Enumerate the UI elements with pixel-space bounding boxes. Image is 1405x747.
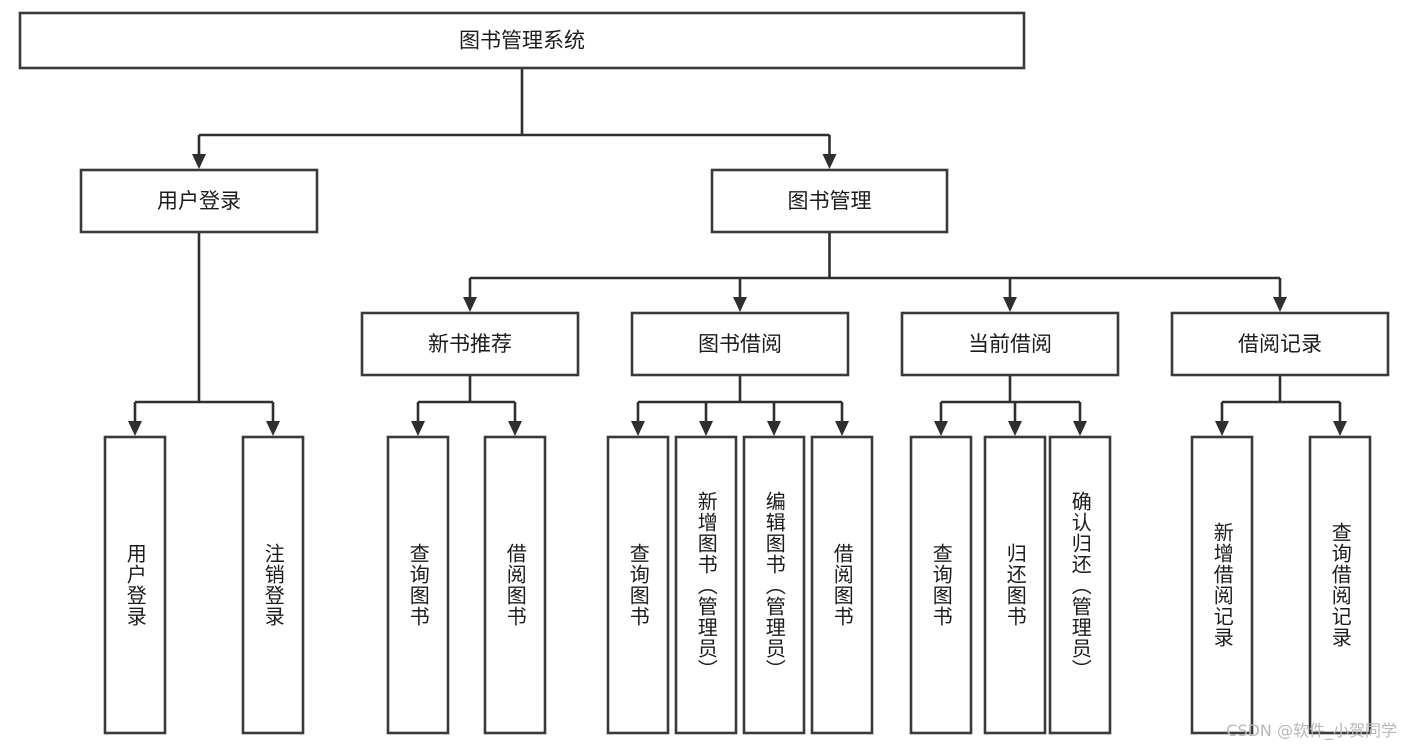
node-box[interactable] [983, 435, 1047, 735]
node-label: 当前借阅 [968, 332, 1052, 356]
arrow-head-icon [411, 421, 425, 436]
node-leaf-user-logout[interactable] [241, 435, 305, 735]
arrow-head-icon [767, 421, 781, 436]
arrow-head-icon [1215, 421, 1229, 436]
arrow-head-icon [1273, 297, 1287, 312]
node-current-borrow[interactable]: 当前借阅 [900, 311, 1120, 377]
node-box[interactable] [1190, 435, 1254, 735]
arrow-head-icon [508, 421, 522, 436]
node-book-borrow[interactable]: 图书借阅 [630, 311, 850, 377]
node-user-login[interactable]: 用户登录 [79, 168, 319, 234]
node-label: 图书管理 [788, 189, 872, 213]
node-box[interactable] [1048, 435, 1112, 735]
arrow-head-icon [699, 421, 713, 436]
node-leaf-borrow-book-2[interactable] [810, 435, 874, 735]
node-book-manage[interactable]: 图书管理 [710, 168, 949, 234]
node-leaf-query-book-2[interactable] [606, 435, 670, 735]
arrow-head-icon [1003, 297, 1017, 312]
arrow-head-icon [822, 154, 837, 169]
node-box[interactable] [606, 435, 670, 735]
node-box[interactable] [483, 435, 547, 735]
node-leaf-user-login[interactable] [103, 435, 167, 735]
node-box[interactable] [900, 311, 1120, 377]
node-box[interactable] [810, 435, 874, 735]
node-leaf-borrow-book-1[interactable] [483, 435, 547, 735]
node-label: 新书推荐 [428, 332, 512, 356]
node-box[interactable] [241, 435, 305, 735]
node-box[interactable] [1308, 435, 1372, 735]
arrow-head-icon [1008, 421, 1022, 436]
arrow-head-icon [128, 421, 142, 436]
node-leaf-query-book-1[interactable] [386, 435, 450, 735]
arrow-head-icon [631, 421, 645, 436]
node-box[interactable] [674, 435, 738, 735]
node-label: 借阅记录 [1238, 332, 1322, 356]
arrow-head-icon [835, 421, 849, 436]
node-box[interactable] [103, 435, 167, 735]
node-root-图书管理系统[interactable]: 图书管理系统 [18, 11, 1026, 70]
node-leaf-query-record[interactable] [1308, 435, 1372, 735]
node-box[interactable] [1170, 311, 1390, 377]
arrow-head-icon [463, 297, 477, 312]
watermark: CSDN @软件_小贺同学 [1226, 721, 1397, 740]
node-box[interactable] [909, 435, 973, 735]
arrow-head-icon [1073, 421, 1087, 436]
arrow-head-icon [266, 421, 280, 436]
node-leaf-query-book-3[interactable] [909, 435, 973, 735]
node-label: 图书借阅 [698, 332, 782, 356]
node-leaf-confirm-return[interactable] [1048, 435, 1112, 735]
arrow-head-icon [192, 154, 206, 169]
node-leaf-add-book[interactable] [674, 435, 738, 735]
node-box[interactable] [79, 168, 319, 234]
arrow-head-icon [1333, 421, 1347, 436]
node-leaf-return-book[interactable] [983, 435, 1047, 735]
node-label: 图书管理系统 [459, 29, 585, 53]
node-borrow-record[interactable]: 借阅记录 [1170, 311, 1390, 377]
node-leaf-add-record[interactable] [1190, 435, 1254, 735]
node-box[interactable] [630, 311, 850, 377]
connector-layer [128, 68, 1347, 436]
node-box[interactable] [18, 11, 1026, 70]
node-leaf-edit-book[interactable] [742, 435, 806, 735]
arrow-head-icon [733, 297, 747, 312]
node-box[interactable] [710, 168, 949, 234]
node-new-book-rec[interactable]: 新书推荐 [360, 311, 580, 377]
node-box[interactable] [386, 435, 450, 735]
arrow-head-icon [934, 421, 948, 436]
node-box[interactable] [742, 435, 806, 735]
node-label: 用户登录 [157, 189, 241, 213]
node-box[interactable] [360, 311, 580, 377]
